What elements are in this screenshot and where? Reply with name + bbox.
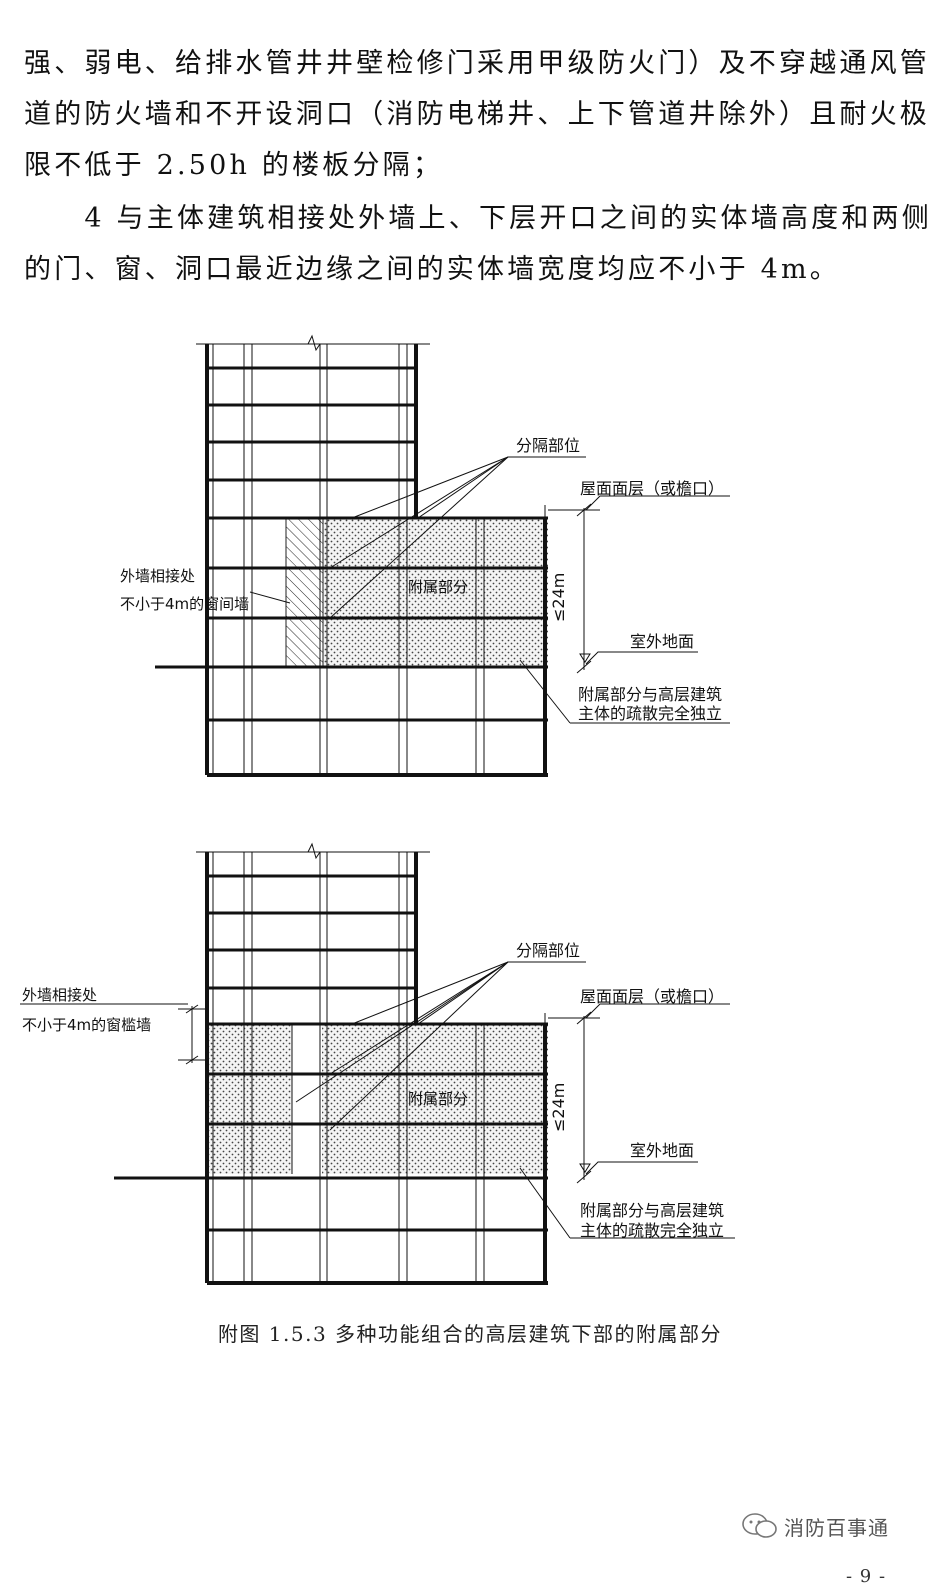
tower-structure bbox=[155, 334, 548, 777]
height-label: ≤24m bbox=[549, 1083, 568, 1132]
roof-label: 屋面面层（或檐口） bbox=[580, 987, 724, 1006]
watermark-text: 消防百事通 bbox=[784, 1516, 889, 1540]
page-number: - 9 - bbox=[846, 1566, 887, 1587]
partition-label: 分隔部位 bbox=[516, 941, 580, 960]
paragraph-item-4: 4 与主体建筑相接处外墙上、下层开口之间的实体墙高度和两侧 的门、窗、洞口最近边… bbox=[24, 193, 932, 295]
outdoor-ground-label: 室外地面 bbox=[630, 1141, 694, 1160]
text-line: 的门、窗、洞口最近边缘之间的实体墙宽度均应不小于 4m。 bbox=[24, 254, 840, 285]
text-line: 强、弱电、给排水管井井壁检修门采用甲级防火门）及不穿越通风管 bbox=[24, 48, 930, 79]
evacuation-label-1: 附属部分与高层建筑 bbox=[580, 1201, 724, 1220]
sill-dimension bbox=[20, 1003, 206, 1065]
text-line: 道的防火墙和不开设洞口（消防电梯井、上下管道井除外）且耐火极 bbox=[24, 99, 930, 130]
window-wall-label: 不小于4m的窗间墙 bbox=[120, 595, 249, 613]
annex-dotted-fill bbox=[323, 518, 548, 666]
evacuation-label-1: 附属部分与高层建筑 bbox=[578, 685, 722, 704]
annex-dotted-fill bbox=[207, 1024, 548, 1174]
height-label: ≤24m bbox=[549, 573, 568, 622]
wall-junction-label: 外墙相接处 bbox=[22, 986, 97, 1004]
roof-label: 屋面面层（或檐口） bbox=[580, 479, 724, 498]
figure-caption: 附图 1.5.3 多种功能组合的高层建筑下部的附属部分 bbox=[217, 1322, 723, 1346]
wechat-icon bbox=[742, 1513, 777, 1538]
diagram-sill-wall: 分隔部位 屋面面层（或檐口） ≤24m 室外地面 附属部分 外墙相接处 不小于4… bbox=[20, 842, 735, 1285]
wall-junction-label: 外墙相接处 bbox=[120, 567, 195, 585]
text-line: 4 与主体建筑相接处外墙上、下层开口之间的实体墙高度和两侧 bbox=[24, 203, 932, 234]
evacuation-label-2: 主体的疏散完全独立 bbox=[578, 704, 722, 723]
outdoor-ground-label: 室外地面 bbox=[630, 632, 694, 651]
annex-label: 附属部分 bbox=[408, 1090, 468, 1108]
sill-wall-label: 不小于4m的窗槛墙 bbox=[22, 1016, 151, 1034]
hatched-window-wall bbox=[285, 517, 324, 667]
tower-structure bbox=[114, 842, 548, 1285]
evacuation-label-2: 主体的疏散完全独立 bbox=[580, 1221, 724, 1240]
paragraph-continuation: 强、弱电、给排水管井井壁检修门采用甲级防火门）及不穿越通风管 道的防火墙和不开设… bbox=[24, 38, 930, 191]
partition-leaders bbox=[295, 961, 735, 1239]
dimension-24m bbox=[548, 495, 730, 674]
annex-label: 附属部分 bbox=[408, 578, 468, 596]
text-line: 限不低于 2.50h 的楼板分隔； bbox=[24, 150, 444, 181]
watermark: 消防百事通 bbox=[740, 1512, 920, 1542]
dimension-24m bbox=[548, 1003, 730, 1184]
diagram-window-wall: 分隔部位 屋面面层（或檐口） ≤24m 室外地面 附属部分 外墙相接处 不小于4… bbox=[120, 334, 730, 777]
partition-leaders bbox=[249, 456, 730, 724]
partition-label: 分隔部位 bbox=[516, 436, 580, 455]
